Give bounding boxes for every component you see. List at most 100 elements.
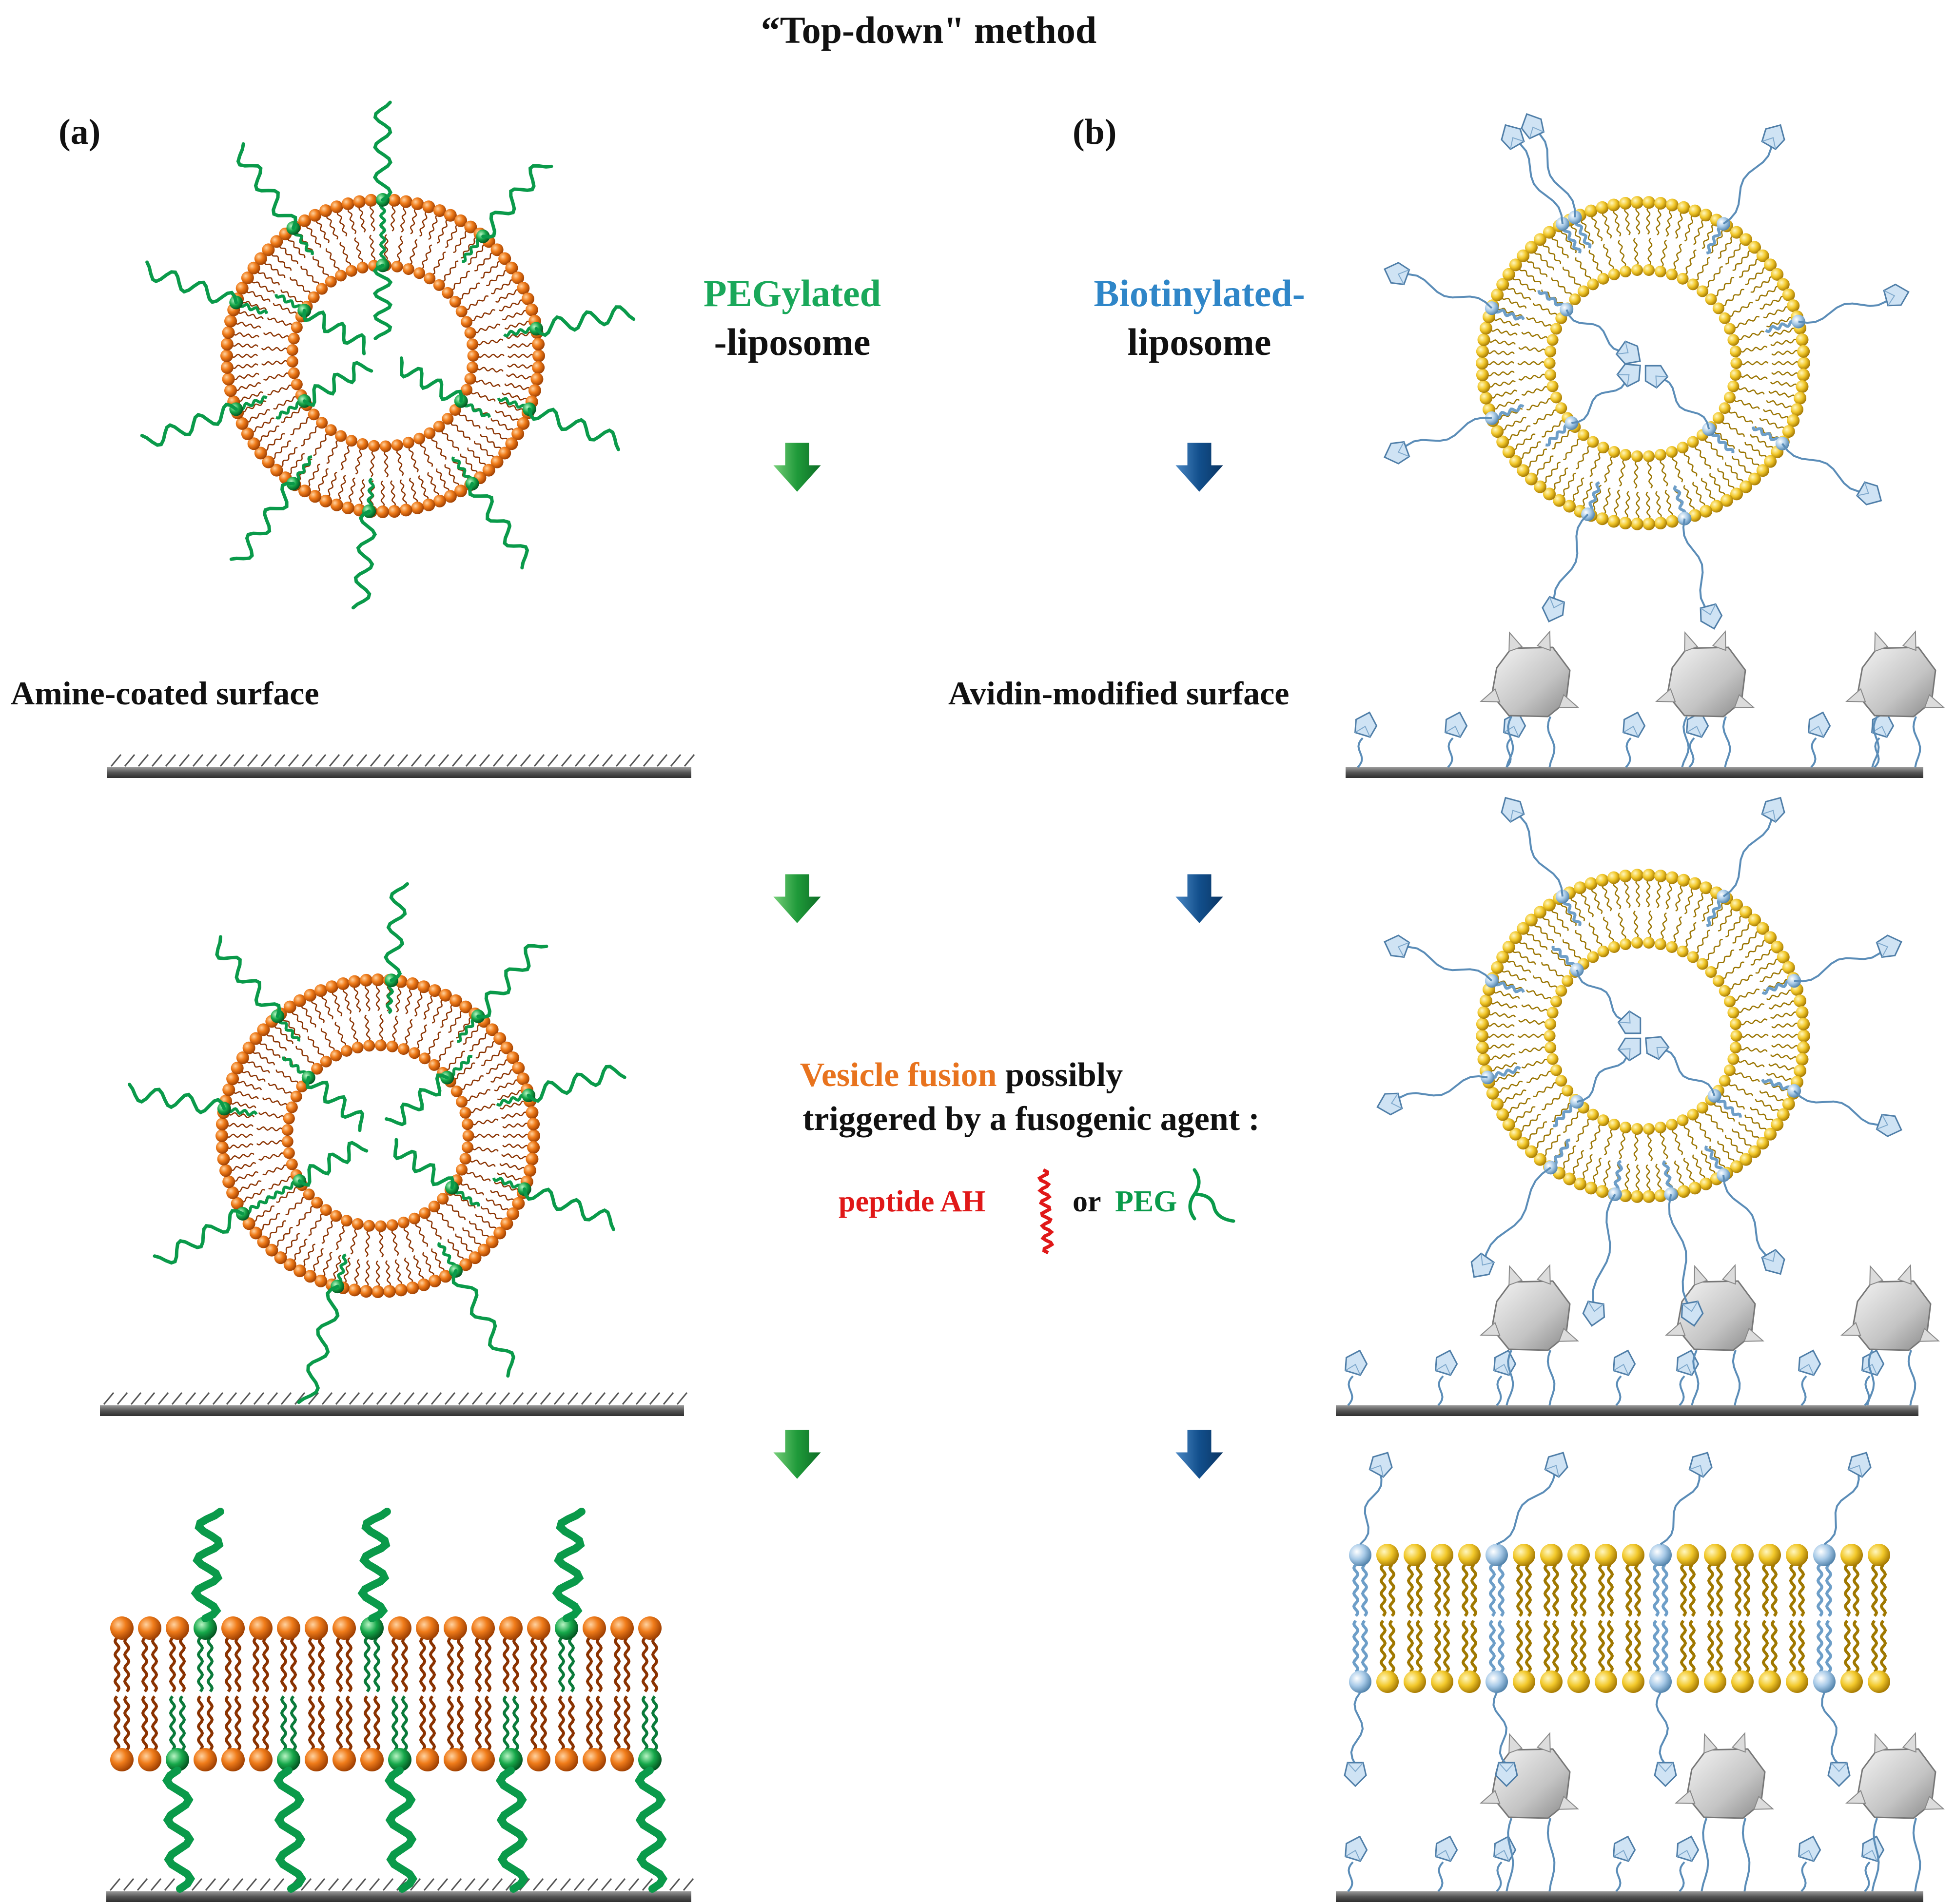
- flow-arrow-blue-2: [1172, 873, 1227, 926]
- lipid-tail: [1665, 209, 1672, 237]
- lipid-head: [528, 384, 541, 397]
- lipid-tail: [401, 1637, 409, 1692]
- avidin-protein: [1674, 1731, 1775, 1819]
- lipid-tail: [1543, 1620, 1551, 1673]
- biotin-tag: [1384, 934, 1410, 958]
- lipid-tail: [280, 1637, 288, 1692]
- biotin-lipid-tail: [1706, 226, 1722, 255]
- lipid-tail: [470, 309, 496, 321]
- lipid-tail: [1603, 1160, 1611, 1187]
- biotin-tag: [1368, 1452, 1393, 1478]
- lipid-tail: [427, 1031, 441, 1055]
- lipid-tail: [358, 206, 366, 233]
- flow-arrow-green-2: [770, 873, 824, 926]
- lipid-tail: [1552, 1564, 1560, 1617]
- lipid-head: [1477, 380, 1490, 393]
- lipid-head: [257, 1023, 270, 1036]
- lipid-head: [298, 214, 311, 227]
- biotinylated-supported-bilayer: [1344, 1452, 1890, 1787]
- lipid-tail: [475, 1041, 496, 1059]
- lipid-tail: [1674, 1160, 1684, 1187]
- biotin-tag: [1622, 711, 1646, 738]
- lipid-head: [1476, 1030, 1488, 1042]
- lipid-head: [1525, 472, 1538, 486]
- amine-hatch: [547, 754, 559, 767]
- biotin-tag: [1761, 1248, 1785, 1275]
- lipid-tail: [1563, 438, 1581, 461]
- lipid-tail: [302, 1243, 315, 1267]
- lipid-head: [1666, 1119, 1678, 1131]
- lipid-tail: [228, 1152, 254, 1160]
- lipid-head: [1546, 1007, 1559, 1019]
- amine-hatch: [315, 754, 327, 767]
- lipid-head: [291, 378, 303, 390]
- peg-label: PEG: [1115, 1185, 1177, 1218]
- lipid-head: [1546, 334, 1559, 346]
- lipid-head: [1597, 272, 1609, 285]
- lipid-tail: [340, 445, 350, 470]
- lipid-tail: [1761, 1564, 1769, 1617]
- amine-hatch: [485, 1392, 497, 1405]
- lipid-head: [1595, 1544, 1617, 1566]
- lipid-head: [388, 194, 401, 207]
- lipid-head: [1349, 1544, 1371, 1566]
- peg-chain: [528, 407, 620, 451]
- pegylated-liposome-label-line1: PEGylated: [704, 272, 881, 314]
- lipid-tail: [375, 984, 380, 1011]
- peg-chain: [128, 1083, 226, 1115]
- lipid-tail: [494, 1079, 519, 1091]
- lipid-tail: [403, 1226, 414, 1253]
- lipid-tail: [1738, 330, 1765, 341]
- lipid-head: [1631, 1123, 1643, 1135]
- lipid-tail: [1647, 1133, 1653, 1162]
- lipid-tail: [349, 1017, 358, 1043]
- lipid-head: [1607, 198, 1621, 212]
- biotin-linker: [1496, 1472, 1556, 1545]
- lipid-tail: [436, 1210, 454, 1231]
- biotin-linker: [1347, 1861, 1354, 1892]
- lipid-tail: [335, 1695, 343, 1751]
- lipid-tail: [1506, 959, 1531, 973]
- lipid-head: [525, 303, 538, 316]
- peg-chain: [297, 1141, 369, 1187]
- lipid-tail: [399, 479, 407, 506]
- biotin-linker: [1821, 1692, 1840, 1766]
- amine-hatch: [294, 1392, 306, 1405]
- biotin-linker: [1347, 1375, 1354, 1406]
- peg-lipid-tail: [379, 231, 387, 263]
- lipid-tail: [1487, 370, 1515, 377]
- biotin-linker: [1912, 716, 1921, 768]
- biotin-linker: [1565, 309, 1627, 353]
- biotin-linker: [1615, 1861, 1622, 1892]
- lipid-tail: [1493, 1071, 1520, 1082]
- amine-hatch: [629, 754, 641, 767]
- amine-hatch: [150, 1878, 162, 1891]
- lipid-tail: [342, 988, 352, 1014]
- lipid-head: [1620, 265, 1632, 277]
- lipid-tail: [1661, 239, 1667, 268]
- amine-hatch: [588, 754, 600, 767]
- biotin-linker: [1691, 1350, 1700, 1406]
- amine-hatch: [356, 754, 368, 767]
- lipid-head: [316, 283, 328, 295]
- lipid-tail: [466, 1089, 491, 1101]
- lipid-tail: [1728, 410, 1754, 424]
- lipid-tail: [1740, 346, 1768, 353]
- lipid-head: [215, 1118, 229, 1131]
- lipid-tail: [1717, 468, 1735, 490]
- lipid-tail: [1716, 1564, 1723, 1617]
- lipid-head: [1798, 1030, 1810, 1042]
- lipid-tail: [1589, 1124, 1602, 1150]
- lipid-head: [286, 344, 298, 356]
- biotin-lipid-tail: [1494, 404, 1525, 420]
- amine-hatch: [274, 754, 286, 767]
- lipid-tail: [405, 988, 412, 1014]
- lipid-head: [1587, 436, 1599, 448]
- lipid-tail: [1692, 482, 1705, 507]
- lipid-tail: [1619, 1131, 1625, 1160]
- lipid-tail: [365, 1260, 371, 1287]
- lipid-head: [1533, 233, 1546, 246]
- lipid-head: [314, 1274, 328, 1287]
- lipid-tail: [1721, 421, 1745, 437]
- lipid-tail: [206, 1695, 214, 1751]
